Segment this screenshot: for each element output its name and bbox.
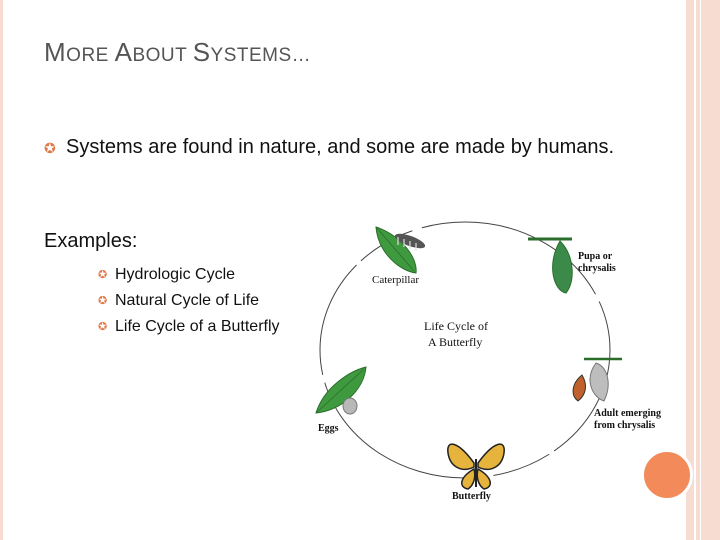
stage-label-adult: from chrysalis — [594, 420, 655, 431]
title-part: BOUT — [132, 45, 193, 66]
eggs-leaf-icon — [315, 366, 367, 415]
slide-title: MORE ABOUT SYSTEMS… — [44, 32, 311, 69]
stage-label-butterfly: Butterfly — [452, 491, 491, 502]
right-border-decoration — [686, 0, 720, 540]
list-item: ✪ Life Cycle of a Butterfly — [98, 314, 280, 340]
bullet-text: Systems are found in nature, and some ar… — [66, 136, 615, 158]
list-item: ✪ Hydrologic Cycle — [98, 262, 280, 288]
caterpillar-leaf-icon — [375, 226, 426, 274]
right-border-line — [694, 0, 696, 540]
butterfly-life-cycle-diagram: Caterpillar Pupa or chrysalis Life Cycle… — [315, 221, 661, 502]
stage-label-eggs: Eggs — [318, 423, 339, 434]
title-part: A — [114, 37, 133, 67]
stage-label-caterpillar: Caterpillar — [372, 274, 419, 286]
stage-label-pupa: Pupa or — [578, 251, 613, 262]
title-part: M — [44, 37, 67, 67]
stage-label-pupa: chrysalis — [578, 263, 616, 274]
orange-circle-decoration — [641, 449, 693, 501]
list-item-text: Natural Cycle of Life — [115, 292, 260, 309]
adult-emerging-icon — [572, 357, 622, 402]
list-item-text: Life Cycle of a Butterfly — [115, 318, 280, 335]
bullet-marker-icon: ✪ — [98, 321, 108, 333]
right-border-line — [700, 0, 701, 540]
pupa-icon — [528, 237, 573, 294]
list-item: ✪ Natural Cycle of Life — [98, 288, 280, 314]
examples-label: Examples: — [44, 230, 138, 252]
title-part: ORE — [66, 45, 115, 66]
examples-list: ✪ Hydrologic Cycle ✪ Natural Cycle of Life… — [98, 262, 280, 340]
left-edge-decoration — [0, 0, 3, 540]
diagram-center-title: A Butterfly — [428, 335, 482, 349]
title-part: S — [192, 37, 211, 67]
list-item-text: Hydrologic Cycle — [115, 266, 236, 283]
bullet-marker-icon: ✪ — [98, 295, 108, 307]
butterfly-icon — [447, 443, 505, 490]
bullet-marker-icon: ✪ — [98, 269, 108, 281]
bullet-item: ✪ Systems are found in nature, and some … — [44, 133, 624, 161]
bullet-marker-icon: ✪ — [44, 140, 56, 156]
stage-label-adult: Adult emerging — [594, 408, 661, 419]
title-part: YSTEMS… — [210, 45, 312, 66]
diagram-center-title: Life Cycle of — [424, 319, 488, 333]
